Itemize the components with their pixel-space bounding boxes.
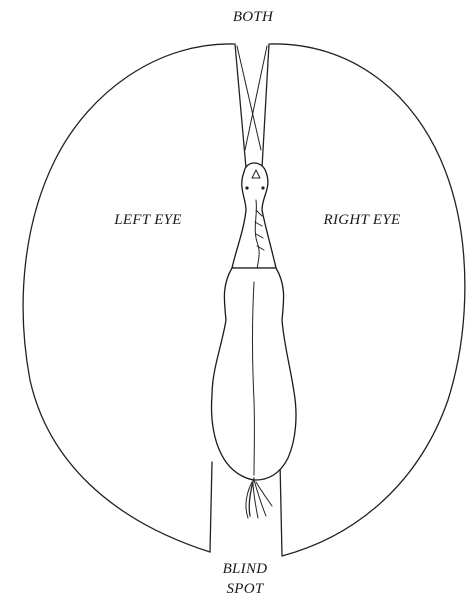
label-left-eye: LEFT EYE: [113, 212, 182, 228]
horse-eye-left: [245, 186, 248, 189]
label-right-eye: RIGHT EYE: [322, 212, 400, 228]
label-blind: BLIND: [223, 561, 268, 577]
right-field-boundary: [270, 44, 465, 556]
left-field-boundary: [23, 44, 234, 552]
blind-spot-line-right: [280, 462, 282, 556]
label-spot: SPOT: [226, 581, 264, 597]
label-both: BOTH: [233, 9, 274, 25]
horse-top-view: [212, 163, 296, 518]
horse-eye-right: [261, 186, 264, 189]
blind-spot-line-left: [210, 462, 212, 552]
horse-body: [212, 268, 296, 480]
binocular-cross-a: [237, 46, 261, 150]
horse-head: [232, 163, 276, 268]
